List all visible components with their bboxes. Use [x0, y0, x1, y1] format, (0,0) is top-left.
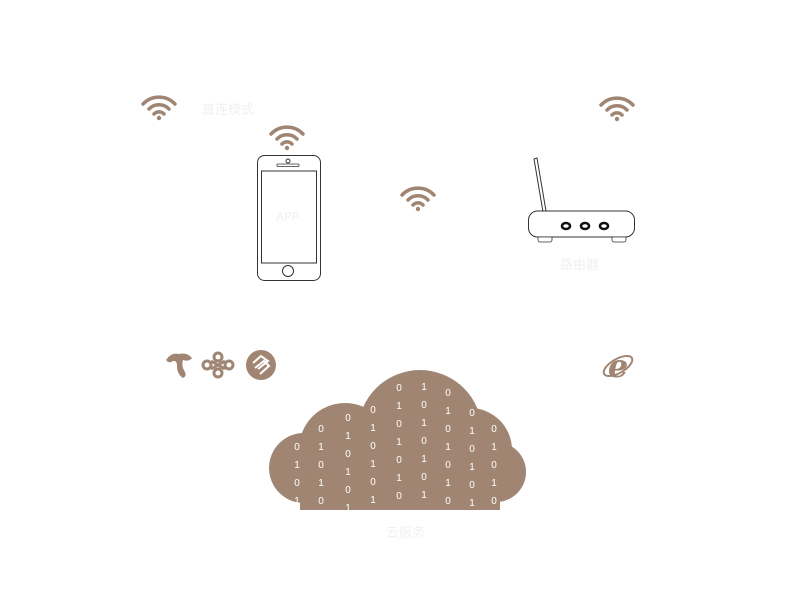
smartphone-icon — [257, 155, 321, 281]
router-icon — [528, 157, 635, 243]
binary-digit: 1 — [491, 478, 497, 489]
binary-digit: 0 — [445, 496, 451, 507]
binary-digit: 1 — [370, 423, 376, 434]
binary-digit: 0 — [469, 408, 475, 419]
binary-digit: 1 — [421, 382, 427, 393]
binary-digit: 1 — [396, 473, 402, 484]
binary-digit: 1 — [294, 460, 300, 471]
binary-digit: 0 — [396, 419, 402, 430]
binary-digit: 0 — [469, 480, 475, 491]
binary-digit: 1 — [421, 418, 427, 429]
binary-digit: 0 — [396, 455, 402, 466]
binary-digit: 1 — [445, 442, 451, 453]
binary-digit: 0 — [396, 491, 402, 502]
binary-digit: 1 — [421, 454, 427, 465]
binary-digit: 1 — [345, 467, 351, 478]
binary-digit: 0 — [491, 496, 497, 507]
binary-digit: 1 — [318, 442, 324, 453]
direct-mode-label: 直连模式 — [202, 103, 255, 118]
binary-digit: 1 — [370, 495, 376, 506]
binary-digit: 0 — [370, 405, 376, 416]
china-unicom-logo — [201, 351, 235, 379]
binary-digit: 1 — [318, 478, 324, 489]
binary-digit: 1 — [421, 490, 427, 501]
binary-digit: 0 — [445, 424, 451, 435]
cloud-label: 云服务 — [386, 526, 426, 541]
binary-digit: 0 — [318, 424, 324, 435]
binary-digit: 1 — [445, 406, 451, 417]
binary-digit: 0 — [345, 485, 351, 496]
binary-digit: 1 — [370, 459, 376, 470]
binary-digit: 0 — [469, 444, 475, 455]
binary-digit: 1 — [396, 401, 402, 412]
binary-digit: 0 — [421, 400, 427, 411]
binary-digit: 0 — [318, 460, 324, 471]
binary-digit: 1 — [294, 496, 300, 507]
china-mobile-logo — [246, 350, 276, 380]
binary-digit: 0 — [491, 424, 497, 435]
china-telecom-logo — [166, 353, 192, 378]
binary-digit: 1 — [345, 431, 351, 442]
router-label: 路由器 — [560, 258, 600, 273]
binary-digit: 0 — [345, 413, 351, 424]
binary-digit: 1 — [445, 478, 451, 489]
binary-digit: 1 — [345, 503, 351, 514]
binary-digit: 0 — [345, 449, 351, 460]
binary-digit: 0 — [445, 460, 451, 471]
binary-digit: 0 — [294, 442, 300, 453]
binary-digit: 0 — [421, 436, 427, 447]
internet-explorer-icon: e — [602, 349, 634, 383]
binary-digit: 1 — [469, 426, 475, 437]
binary-digit: 0 — [396, 383, 402, 394]
binary-digit: 0 — [421, 472, 427, 483]
binary-digit: 0 — [445, 388, 451, 399]
binary-digit: 1 — [396, 437, 402, 448]
binary-digit: 0 — [318, 496, 324, 507]
binary-digit: 1 — [469, 498, 475, 509]
binary-digit: 1 — [469, 462, 475, 473]
binary-digit: 0 — [370, 441, 376, 452]
binary-digit: 0 — [370, 477, 376, 488]
binary-digit: 0 — [294, 478, 300, 489]
binary-digit: 0 — [491, 460, 497, 471]
app-label: APP — [276, 210, 299, 224]
binary-digit: 1 — [491, 442, 497, 453]
svg-text:e: e — [608, 349, 628, 383]
